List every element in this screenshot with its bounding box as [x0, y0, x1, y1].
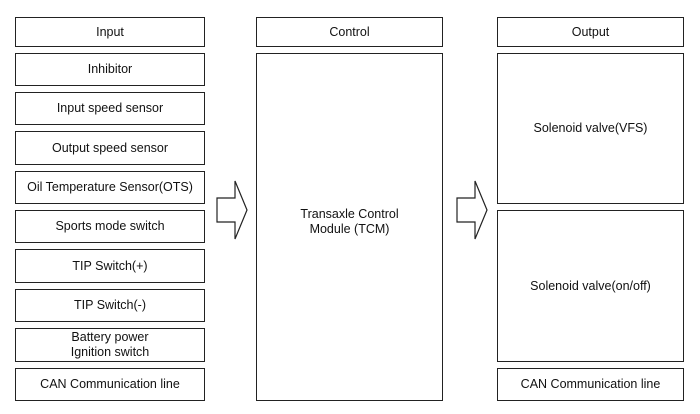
input-item-label: Inhibitor: [87, 62, 133, 76]
output-item-label: CAN Communication line: [520, 377, 661, 391]
input-item-inhibitor: Inhibitor: [15, 53, 205, 86]
input-item-label: Output speed sensor: [51, 140, 169, 155]
input-item-label: TIP Switch(-): [74, 298, 146, 312]
control-header: Control: [256, 17, 443, 47]
output-item-label: Solenoid valve(on/off): [530, 278, 651, 293]
output-header: Output: [497, 17, 684, 47]
tcm-module-label: Transaxle Control Module (TCM): [300, 207, 399, 236]
output-item-solenoid-vfs: Solenoid valve(VFS): [497, 53, 684, 204]
output-item-label: Solenoid valve(VFS): [533, 121, 648, 135]
input-item-oil-temperature-sensor: Oil Temperature Sensor(OTS): [15, 171, 205, 204]
input-item-label: Sports mode switch: [55, 219, 165, 233]
input-item-label: CAN Communication line: [40, 377, 180, 391]
input-item-tip-switch-minus: TIP Switch(-): [15, 289, 205, 322]
output-item-solenoid-onoff: Solenoid valve(on/off): [497, 210, 684, 362]
arrow-control-to-output: [456, 180, 488, 240]
input-header: Input: [15, 17, 205, 47]
input-item-tip-switch-plus: TIP Switch(+): [15, 249, 205, 283]
input-item-label: TIP Switch(+): [72, 258, 148, 273]
input-item-label: Oil Temperature Sensor(OTS): [27, 180, 193, 194]
input-item-can-communication-line: CAN Communication line: [15, 368, 205, 401]
control-header-label: Control: [329, 24, 370, 39]
output-header-label: Output: [571, 24, 610, 39]
input-header-label: Input: [96, 24, 124, 39]
input-item-input-speed-sensor: Input speed sensor: [15, 92, 205, 125]
input-item-label: Battery power Ignition switch: [70, 330, 150, 359]
input-item-sports-mode-switch: Sports mode switch: [15, 210, 205, 243]
tcm-module-box: Transaxle Control Module (TCM): [256, 53, 443, 401]
input-item-battery-ignition: Battery power Ignition switch: [15, 328, 205, 362]
output-item-can-communication-line: CAN Communication line: [497, 368, 684, 401]
input-item-output-speed-sensor: Output speed sensor: [15, 131, 205, 165]
input-item-label: Input speed sensor: [56, 101, 164, 115]
arrow-input-to-control: [216, 180, 248, 240]
